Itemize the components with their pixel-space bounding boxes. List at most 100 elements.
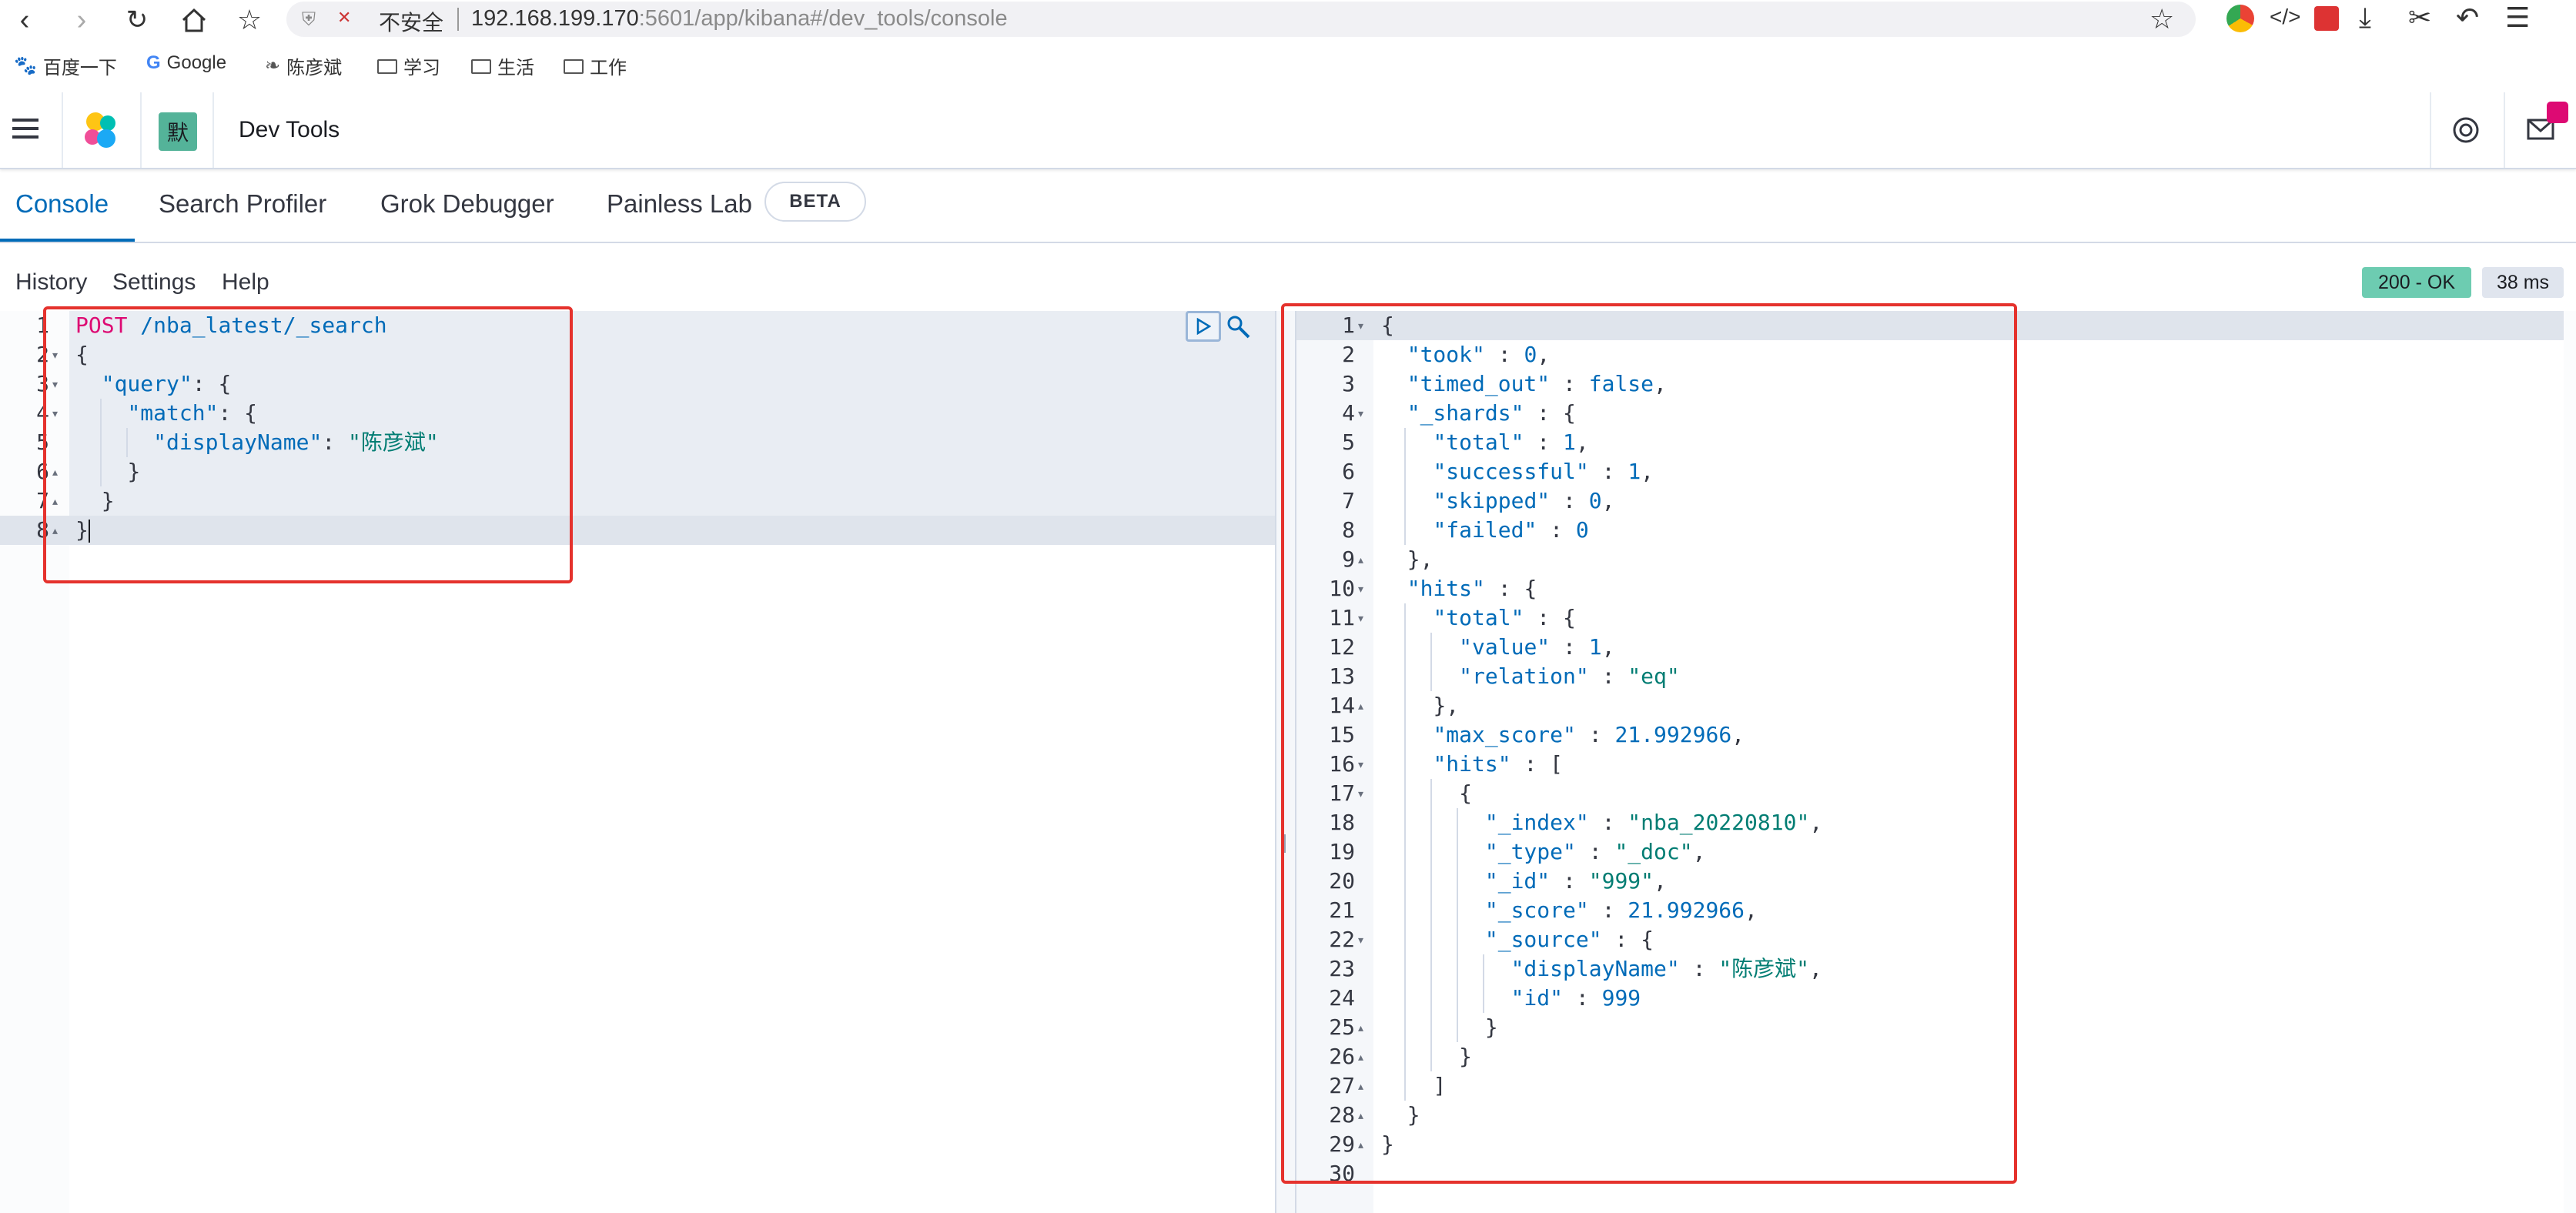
pane-resizer[interactable] — [1275, 311, 1296, 1213]
dev-tools-tabs: Console Search Profiler Grok Debugger Pa… — [0, 169, 2576, 243]
undo-icon[interactable]: ↶ — [2456, 2, 2480, 33]
line-number: 1 — [36, 312, 49, 338]
back-icon[interactable]: ‹ — [19, 3, 30, 36]
devtools-icon[interactable]: </> — [2270, 5, 2301, 28]
annotation-box-response — [1281, 303, 2017, 1184]
history-link[interactable]: History — [15, 269, 88, 295]
json-number: 21.992966 — [1614, 722, 1732, 747]
active-line-highlight — [1296, 311, 2564, 340]
reload-icon[interactable]: ↻ — [125, 5, 149, 35]
folder-icon — [564, 59, 584, 74]
bookmark-folder-life[interactable]: 生活 — [471, 52, 534, 79]
browser-menu-icon[interactable]: ☰ — [2505, 2, 2531, 33]
json-number: 0 — [1588, 488, 1602, 513]
line-number: 6 — [36, 459, 49, 484]
request-path: /nba_latest/_search — [140, 312, 387, 338]
bookmark-star-icon[interactable]: ☆ — [2149, 3, 2175, 35]
space-avatar[interactable]: 默 — [159, 112, 197, 151]
json-key: "displayName" — [153, 429, 323, 455]
menu-icon[interactable] — [12, 119, 38, 139]
json-key: "match" — [127, 400, 219, 426]
baidu-paw-icon: 🐾 — [14, 55, 37, 76]
json-string: "999" — [1588, 868, 1654, 894]
fold-toggle[interactable]: ▾ — [52, 407, 59, 419]
bookmark-folder-work[interactable]: 工作 — [564, 52, 627, 79]
extension-color-icon[interactable] — [2226, 5, 2254, 32]
response-viewer[interactable]: 1 2 3 4 5 6 7 8 9 10 11 12 13 14 15 16 1… — [1296, 311, 2576, 1213]
url-host: 192.168.199.170 — [471, 6, 639, 31]
run-icon[interactable] — [1186, 311, 1221, 342]
json-key: "query" — [101, 371, 192, 396]
request-code[interactable]: POST /nba_latest/_search { "query": { "m… — [75, 312, 439, 543]
request-time-badge: 38 ms — [2482, 267, 2564, 298]
fold-toggle[interactable]: ▴ — [52, 495, 59, 507]
url-path: :5601/app/kibana#/dev_tools/console — [638, 6, 1008, 31]
line-number: 4 — [36, 400, 49, 426]
settings-link[interactable]: Settings — [112, 269, 196, 295]
folder-icon — [471, 59, 491, 74]
address-bar[interactable]: ⛨ ✕ 不安全 192.168.199.170:5601/app/kibana#… — [286, 2, 2196, 37]
indent-guide — [126, 428, 128, 457]
json-string: "nba_20220810" — [1628, 810, 1810, 835]
star-icon[interactable]: ☆ — [236, 4, 263, 35]
indent-guide — [100, 399, 102, 486]
fold-toggle[interactable]: ▾ — [52, 349, 59, 361]
json-number: 21.992966 — [1628, 897, 1745, 923]
tab-console[interactable]: Console — [15, 189, 109, 218]
json-string: "_doc" — [1614, 839, 1693, 864]
bookmark-folder-study[interactable]: 学习 — [377, 52, 440, 79]
bookmark-baidu[interactable]: 🐾百度一下 — [14, 55, 117, 79]
help-link[interactable]: Help — [222, 269, 269, 295]
home-icon[interactable] — [176, 2, 212, 38]
shield-icon: ⛨ — [302, 9, 316, 30]
fold-toggle[interactable]: ▴ — [52, 524, 59, 536]
json-number: 999 — [1601, 985, 1641, 1011]
line-number: 7 — [36, 488, 49, 513]
annotation-box-request — [43, 306, 573, 583]
scissors-icon[interactable]: ✂ — [2408, 2, 2432, 33]
tab-painless-lab[interactable]: Painless Lab — [607, 189, 752, 218]
line-number: 2 — [36, 342, 49, 367]
mail-icon[interactable] — [2527, 119, 2554, 140]
response-gutter — [1296, 311, 1373, 1213]
extension-red-icon[interactable] — [2314, 6, 2339, 31]
tab-search-profiler[interactable]: Search Profiler — [159, 189, 327, 218]
google-icon: G — [146, 52, 161, 73]
folder-icon — [377, 59, 397, 74]
request-gutter — [0, 311, 69, 1213]
json-number: 1 — [1628, 459, 1641, 484]
insecure-icon: ✕ — [337, 8, 352, 27]
insecure-label: 不安全 — [379, 11, 444, 35]
fold-toggle[interactable]: ▾ — [52, 378, 59, 390]
request-editor[interactable]: 1 2 3 4 5 6 7 8 ▾ ▾ ▾ ▴ ▴ ▴ POST /nba_la… — [0, 311, 1275, 1213]
json-string: "陈彦斌" — [348, 429, 439, 455]
response-scrollbar[interactable] — [2564, 311, 2576, 1213]
beta-badge: BETA — [764, 182, 866, 222]
help-icon[interactable] — [2451, 115, 2481, 145]
json-number: 0 — [1524, 342, 1537, 367]
json-number: 1 — [1563, 429, 1576, 455]
notification-badge — [2547, 102, 2568, 123]
text-cursor — [88, 520, 90, 543]
json-string: "陈彦斌" — [1718, 956, 1810, 981]
url-text[interactable]: 192.168.199.170:5601/app/kibana#/dev_too… — [471, 6, 1008, 32]
tab-grok-debugger[interactable]: Grok Debugger — [380, 189, 554, 218]
json-number: 0 — [1575, 517, 1589, 543]
bookmark-chenyanbin[interactable]: ❧陈彦斌 — [265, 55, 343, 79]
line-number: 8 — [36, 517, 49, 543]
json-boolean: false — [1588, 371, 1654, 396]
elastic-logo-icon[interactable] — [80, 109, 122, 151]
download-icon[interactable]: ⤓ — [2359, 2, 2371, 33]
fold-toggle[interactable]: ▴ — [52, 466, 59, 478]
request-block-highlight — [69, 311, 1275, 545]
json-string: "eq" — [1628, 663, 1680, 689]
separator — [457, 8, 459, 31]
active-line-highlight — [0, 516, 1275, 545]
forward-icon[interactable]: › — [76, 3, 87, 36]
active-tab-indicator — [0, 239, 135, 242]
request-method: POST — [75, 312, 128, 338]
line-number: 5 — [36, 429, 49, 455]
wrench-icon[interactable] — [1226, 314, 1252, 340]
